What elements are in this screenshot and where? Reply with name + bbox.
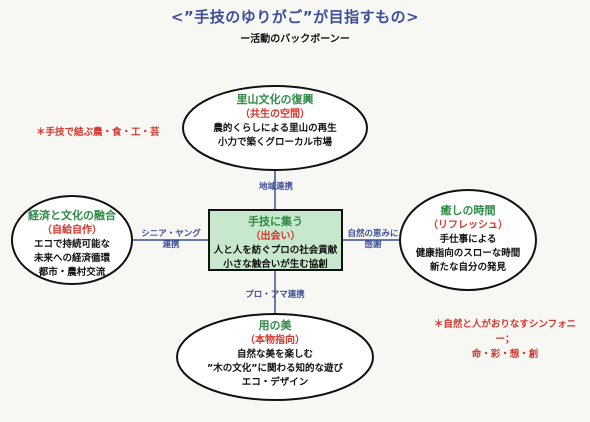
note-right-line-2: 命・彩・想・創 xyxy=(471,349,539,361)
node-left-line-2: 未来への経済循環 xyxy=(33,253,110,265)
edge-label-bottom: プロ・アマ連携 xyxy=(245,290,305,300)
node-bottom: 用の美 （本物指向） 自然な美を楽しむ ”木の文化”に関わる知的な遊び エコ・デ… xyxy=(177,318,373,390)
node-center-line-2: 小さな触合いが生む協創 xyxy=(223,259,328,271)
node-bottom-subheading: （本物指向） xyxy=(245,334,305,346)
node-left-line-1: エコで持続可能な xyxy=(33,239,110,251)
node-bottom-line-2: ”木の文化”に関わる知的な遊び xyxy=(207,363,343,375)
ellipse-top xyxy=(182,85,368,171)
note-right: ＊自然と人がおりなすシンフォニー； 命・彩・想・創 xyxy=(425,317,585,363)
ellipse-bottom xyxy=(176,313,374,401)
node-right-line-1: 手仕事による xyxy=(439,234,497,246)
edge-label-left-line-1: シニア・ヤング xyxy=(141,229,201,239)
edge-label-right-line-2: 感謝 xyxy=(364,240,382,251)
node-center-line-1: 人と人を紡ぐプロの社会貢献 xyxy=(213,245,338,257)
node-top-heading: 里山文化の復興 xyxy=(236,93,314,106)
node-right-line-2: 健康指向のスローな時間 xyxy=(415,248,521,260)
node-bottom-line-3: エコ・デザイン xyxy=(241,376,309,388)
note-right-line-1: ＊自然と人がおりなすシンフォニー； xyxy=(433,319,577,346)
node-center-subheading: （出会い） xyxy=(250,230,301,242)
node-left: 経済と文化の融合 （自給自作） エコで持続可能な 未来への経済循環 都市・農村交… xyxy=(12,208,132,280)
node-right-line-3: 新たな自分の発見 xyxy=(429,261,506,273)
node-center: 手技に集う （出会い） 人と人を紡ぐプロの社会貢献 小さな触合いが生む協創 xyxy=(208,209,343,271)
node-top-line-1: 農的くらしによる里山の再生 xyxy=(213,123,337,135)
node-left-subheading: （自給自作） xyxy=(42,224,102,236)
edge-label-top: 地域連携 xyxy=(258,182,293,192)
node-bottom-heading: 用の美 xyxy=(258,319,292,332)
node-right-subheading: （リフレッシュ） xyxy=(428,219,508,231)
diagram-subtitle: ー活動のバックボーンー xyxy=(240,34,350,45)
node-top-subheading: （共生の空間） xyxy=(240,108,310,120)
edge-label-left: シニア・ヤング 連携 xyxy=(136,229,206,252)
node-left-heading: 経済と文化の融合 xyxy=(28,209,116,222)
note-left: ＊手技で結ぶ農・食・工・芸 xyxy=(36,127,160,138)
node-right-heading: 癒しの時間 xyxy=(440,204,496,217)
diagram-title: <”手技のゆりがご”が目指すもの> xyxy=(170,8,420,26)
node-center-heading: 手技に集う xyxy=(248,215,303,228)
node-top-line-2: 小力で築くグローカル市場 xyxy=(217,137,332,149)
edge-label-left-line-2: 連携 xyxy=(162,240,180,251)
node-bottom-line-1: 自然な美を楽しむ xyxy=(236,349,313,361)
edge-label-right: 自然の恵みに 感謝 xyxy=(343,229,403,252)
node-right: 癒しの時間 （リフレッシュ） 手仕事による 健康指向のスローな時間 新たな自分の… xyxy=(400,203,536,275)
edge-label-right-line-1: 自然の恵みに xyxy=(347,229,399,239)
ellipse-right xyxy=(399,189,537,291)
ellipse-left xyxy=(11,195,133,285)
node-left-line-3: 都市・農村交流 xyxy=(38,266,106,278)
node-top: 里山文化の復興 （共生の空間） 農的くらしによる里山の再生 小力で築くグローカル… xyxy=(185,92,365,150)
